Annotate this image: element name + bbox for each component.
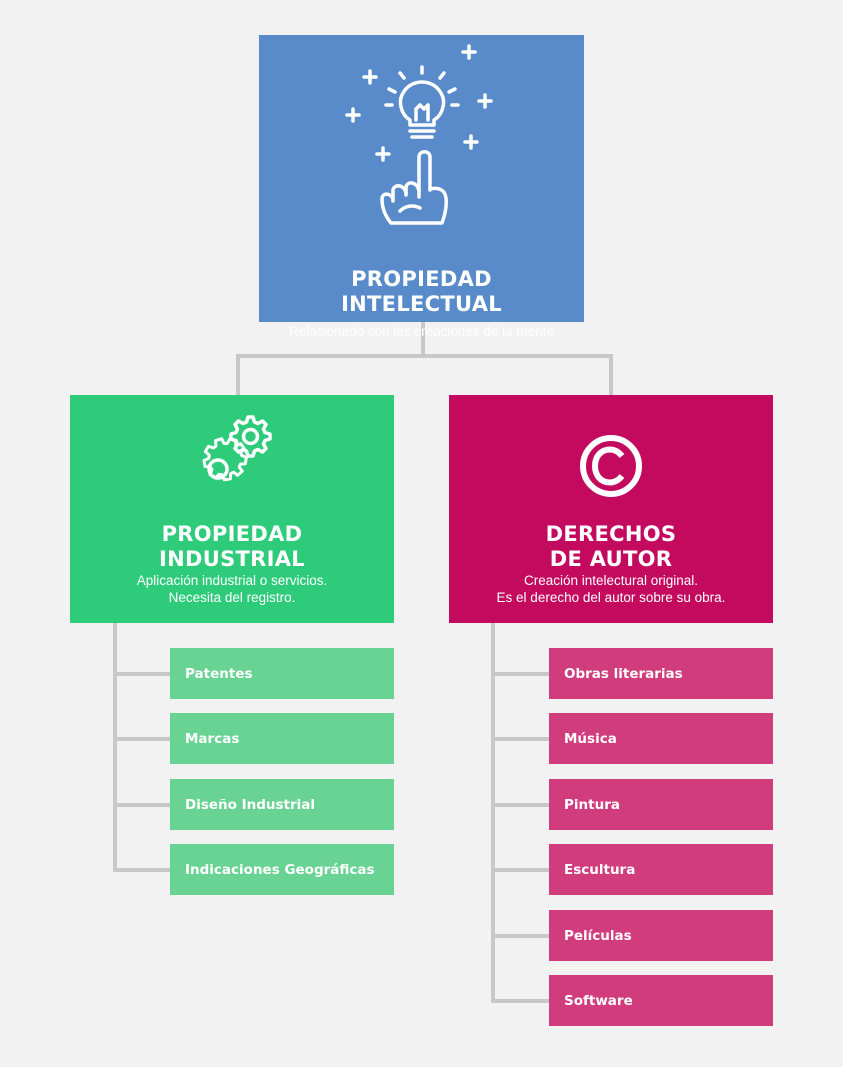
connector-item — [491, 999, 549, 1003]
connector-autor-trunk — [491, 623, 495, 1002]
connector-item — [113, 868, 170, 872]
connector-item — [491, 934, 549, 938]
root-subtitle: Relacionado con las creaciones de la men… — [289, 324, 554, 339]
item-marcas: Marcas — [170, 713, 394, 764]
industrial-title: PROPIEDAD INDUSTRIAL — [159, 522, 305, 571]
connector-left-down — [236, 354, 240, 395]
gears-icon — [202, 415, 272, 482]
idea-hand-icon — [345, 44, 493, 225]
item-musica: Música — [549, 713, 773, 764]
industrial-box: PROPIEDAD INDUSTRIAL Aplicación industri… — [70, 395, 394, 623]
copyright-icon — [580, 435, 642, 497]
root-title: PROPIEDAD INTELECTUAL — [341, 267, 502, 316]
connector-root-down — [421, 322, 425, 358]
connector-item — [113, 803, 170, 807]
connector-item — [491, 868, 549, 872]
item-peliculas: Películas — [549, 910, 773, 961]
connector-industrial-trunk — [113, 623, 117, 871]
autor-box: DERECHOS DE AUTOR Creación intelectural … — [449, 395, 773, 623]
item-patentes: Patentes — [170, 648, 394, 699]
item-escultura: Escultura — [549, 844, 773, 895]
item-diseno-industrial: Diseño Industrial — [170, 779, 394, 830]
connector-horizontal — [236, 354, 613, 358]
item-obras-literarias: Obras literarias — [549, 648, 773, 699]
industrial-subtitle: Aplicación industrial o servicios. Neces… — [136, 573, 328, 605]
autor-title: DERECHOS DE AUTOR — [545, 522, 677, 571]
item-pintura: Pintura — [549, 779, 773, 830]
connector-item — [491, 803, 549, 807]
connector-item — [113, 737, 170, 741]
connector-item — [491, 737, 549, 741]
autor-subtitle: Creación intelectural original. Es el de… — [496, 573, 726, 605]
connector-right-down — [609, 354, 613, 395]
connector-item — [491, 672, 549, 676]
root-box: PROPIEDAD INTELECTUAL Relacionado con la… — [259, 35, 584, 339]
item-indicaciones-geograficas: Indicaciones Geográficas — [170, 844, 394, 895]
connector-item — [113, 672, 170, 676]
item-software: Software — [549, 975, 773, 1026]
